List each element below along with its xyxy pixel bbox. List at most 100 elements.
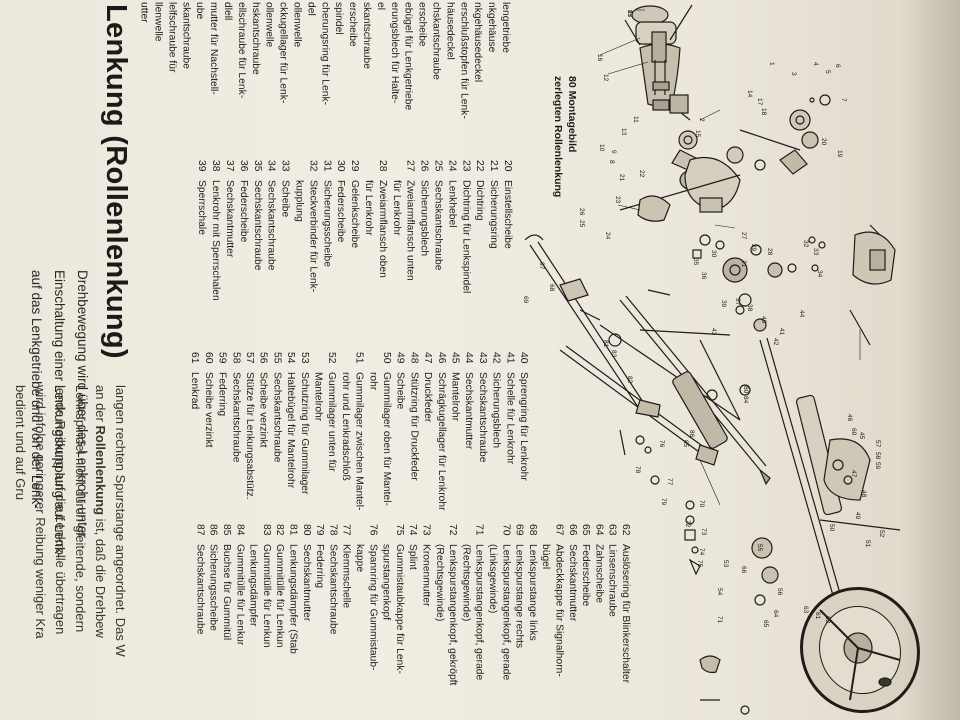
part-number-label: 86 <box>688 430 695 438</box>
steering-column <box>751 337 901 691</box>
part-number-label: 35 <box>692 258 699 266</box>
part-number-label: 29 <box>750 244 757 252</box>
part-number-label: 60 <box>850 428 857 436</box>
part-number-label: 39 <box>720 300 727 308</box>
part-number-label: 74 <box>698 548 705 556</box>
part-number-label: 83 <box>610 350 617 358</box>
part-number-label: 14 <box>746 90 753 98</box>
leader-lines <box>599 9 861 506</box>
part-number-label: 50 <box>828 524 835 532</box>
part-number-label: 3 <box>790 72 797 76</box>
part-number-label: 52 <box>878 530 885 538</box>
part-number-label: 41 <box>778 328 785 336</box>
part-number-label: 56 <box>776 588 783 596</box>
part-number-label: 61 <box>814 612 821 620</box>
part-number-label: 67 <box>538 262 545 270</box>
part-number-label: 38 <box>746 304 753 312</box>
part-number-label: 9 <box>610 150 617 154</box>
part-number-label: 53 <box>722 560 729 568</box>
part-number-label: 46 <box>846 414 853 422</box>
part-number-label: 1 <box>768 62 775 66</box>
part-number-label: 15 <box>626 10 633 18</box>
part-number-label: 43 <box>710 328 717 336</box>
part-number-label: 37 <box>734 298 741 306</box>
part-number-label: 12 <box>602 74 609 82</box>
steering-box-assembly <box>619 5 741 222</box>
steering-wheel <box>800 586 920 714</box>
part-number-label: 23 <box>614 196 621 204</box>
part-number-label: 33 <box>812 248 819 256</box>
part-number-label: 84 <box>742 396 749 404</box>
part-number-label: 31 <box>740 260 747 268</box>
part-number-label: 18 <box>760 108 767 116</box>
lower-small-parts <box>619 429 750 715</box>
part-number-label: 70 <box>698 500 705 508</box>
part-number-label: 45 <box>858 432 865 440</box>
part-number-label: 55 <box>756 544 763 552</box>
part-number-label: 19 <box>836 150 843 158</box>
part-number-label: 59 <box>874 462 881 470</box>
steering-damper <box>672 339 751 449</box>
small-parts <box>692 94 831 332</box>
part-number-label: 87 <box>626 10 633 18</box>
part-number-label: 75 <box>696 560 703 568</box>
part-number-label: 48 <box>860 490 867 498</box>
part-number-label: 22 <box>638 170 645 178</box>
part-number-label: 65 <box>762 620 769 628</box>
part-number-label: 62 <box>824 616 831 624</box>
part-number-label: 5 <box>824 70 831 74</box>
part-number-label: 10 <box>598 144 605 152</box>
part-number-label: 25 <box>578 220 585 228</box>
part-number-label: 8 <box>608 160 615 164</box>
part-number-label: 36 <box>700 272 707 280</box>
part-number-label: 58 <box>874 452 881 460</box>
part-number-label: 71 <box>716 616 723 624</box>
part-number-label: 77 <box>666 478 673 486</box>
part-number-label: 66 <box>740 566 747 574</box>
part-number-label: 28 <box>766 248 773 256</box>
part-number-label: 57 <box>874 440 881 448</box>
part-number-label: 16 <box>596 54 603 62</box>
part-number-label: 42 <box>772 338 779 346</box>
part-number-label: 68 <box>548 284 555 292</box>
tie-rods <box>524 234 771 486</box>
part-number-label: 24 <box>604 232 611 240</box>
part-number-label: 4 <box>812 62 819 66</box>
part-number-label: 85 <box>682 440 689 448</box>
part-number-label: 11 <box>632 116 639 123</box>
part-number-label: 80 <box>742 386 749 394</box>
part-number-label: 26 <box>578 208 585 216</box>
part-number-label: 54 <box>716 588 723 596</box>
part-number-label: 49 <box>854 512 861 520</box>
part-number-label: 6 <box>834 64 841 68</box>
part-number-label: 78 <box>634 466 641 474</box>
part-number-label: 27 <box>740 232 747 240</box>
part-number-label: 72 <box>684 520 691 528</box>
part-number-label: 2 <box>698 118 705 122</box>
part-number-label: 13 <box>620 128 627 136</box>
steering-box-right <box>849 224 896 346</box>
part-number-label: 7 <box>840 98 847 102</box>
part-number-label: 81 <box>602 340 609 348</box>
part-number-label: 21 <box>618 174 625 182</box>
part-number-label: 44 <box>798 310 805 318</box>
part-number-label: 76 <box>658 440 665 448</box>
part-number-label: 82 <box>626 376 633 384</box>
part-number-label: 30 <box>710 250 717 258</box>
part-number-label: 20 <box>820 138 827 146</box>
part-number-label: 69 <box>522 296 529 304</box>
part-number-label: 63 <box>802 606 809 614</box>
part-number-label: 15 <box>694 130 701 138</box>
part-number-label: 40 <box>760 316 767 324</box>
part-number-label: 73 <box>700 528 707 536</box>
part-number-label: 32 <box>802 240 809 248</box>
input-shaft <box>624 4 693 111</box>
part-number-label: 17 <box>756 98 763 106</box>
part-number-label: 47 <box>850 470 857 478</box>
part-number-label: 64 <box>772 610 779 618</box>
part-number-label: 51 <box>864 540 871 548</box>
part-number-label: 34 <box>816 270 823 278</box>
part-number-label: 79 <box>660 498 667 506</box>
